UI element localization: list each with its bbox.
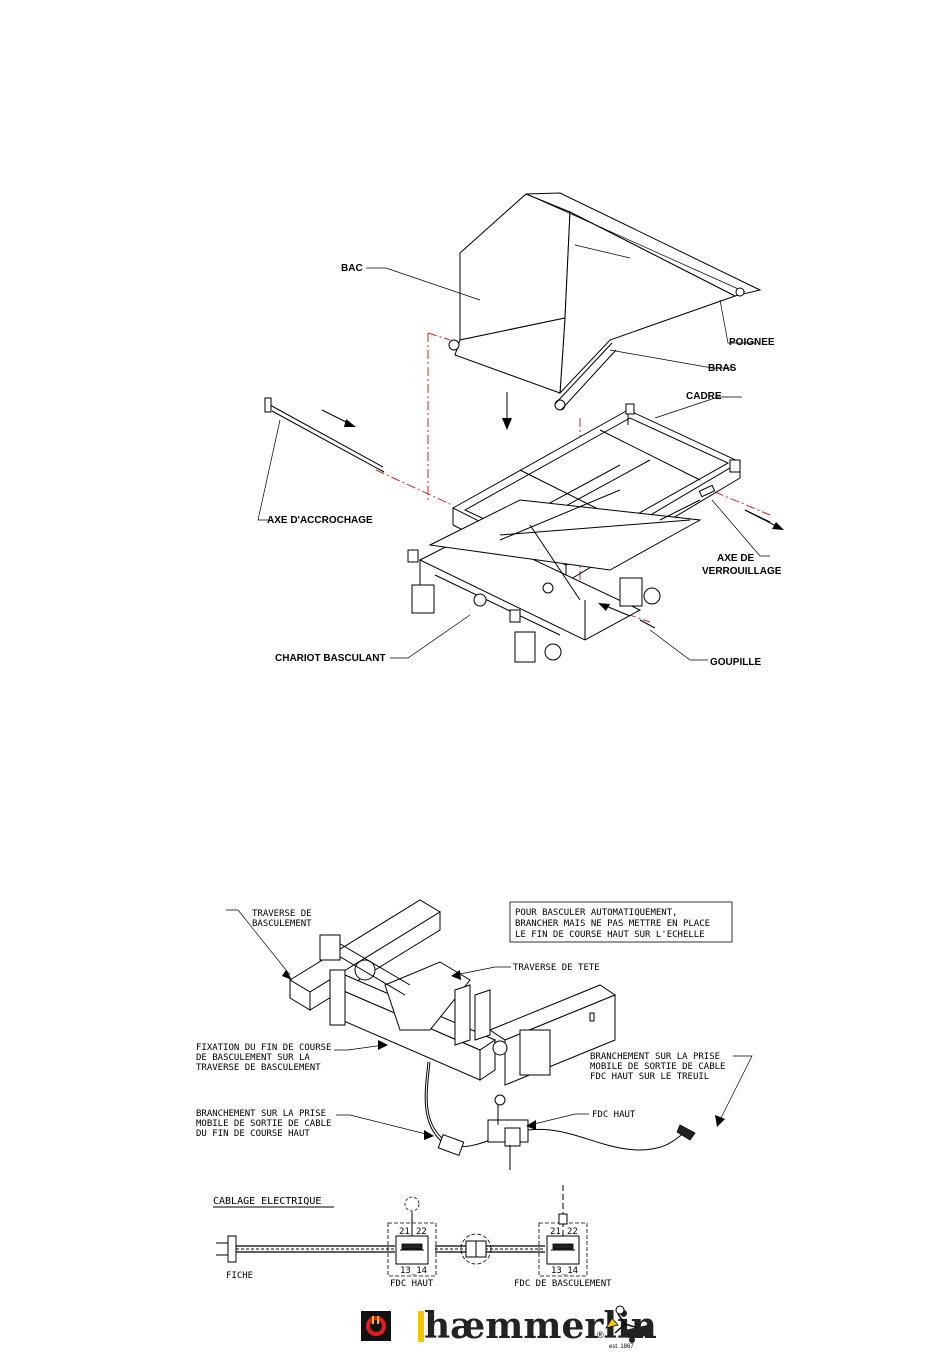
label-fixation-1: FIXATION DU FIN DE COURSE — [196, 1043, 331, 1053]
fdc-basculement-switch-box — [538, 1185, 588, 1277]
bottom-leader-lines — [226, 909, 753, 1140]
note-box — [509, 901, 733, 943]
label-traverse-tete: TRAVERSE DE TETE — [513, 963, 600, 973]
label-verrouillage: VERROUILLAGE — [702, 566, 782, 577]
label-axe-de: AXE DE — [717, 553, 755, 564]
label-branchement-fdc-3: DU FIN DE COURSE HAUT — [196, 1129, 310, 1139]
footer-logos: hæmmerlin ® est. 1867 — [361, 1305, 657, 1350]
goupille-pin-drawing — [598, 603, 656, 629]
wiring-schematic: CABLAGE ELECTRIQUE — [213, 1185, 612, 1289]
top-assembly-diagram: BAC POIGNEE BRAS CADRE AXE D'ACCROCHAGE … — [257, 192, 784, 668]
verrouillage-arrows — [744, 509, 784, 530]
down-arrow-icon — [502, 392, 512, 430]
label-fdc-haut: FDC HAUT — [390, 1279, 434, 1289]
est-date: est. 1867 — [609, 1344, 634, 1350]
connector-icon — [460, 1233, 492, 1265]
label-traverse-basc-1: TRAVERSE DE — [252, 909, 312, 919]
label-branchement-treuil-1: BRANCHEMENT SUR LA PRISE — [590, 1052, 720, 1062]
label-branchement-fdc-1: BRANCHEMENT SUR LA PRISE — [196, 1109, 326, 1119]
bottom-detail-diagram: POUR BASCULER AUTOMATIQUEMENT, BRANCHER … — [196, 899, 753, 1170]
fdc-haut-switch-drawing — [424, 1061, 696, 1170]
fdc-haut-contact-21: 21 — [399, 1227, 410, 1237]
label-chariot-basculant: CHARIOT BASCULANT — [275, 653, 386, 664]
fdc-haut-switch-box — [387, 1196, 437, 1277]
group-logo — [361, 1311, 391, 1341]
fdc-basc-contact-21: 21 — [550, 1227, 561, 1237]
label-fdc-haut-detail: FDC HAUT — [592, 1110, 636, 1120]
label-goupille: GOUPILLE — [710, 657, 761, 668]
note-line-2: BRANCHER MAIS NE PAS METTRE EN PLACE — [515, 919, 710, 929]
label-branchement-treuil-2: MOBILE DE SORTIE DE CABLE — [590, 1062, 725, 1072]
haemmerlin-logo: hæmmerlin ® est. 1867 — [418, 1305, 657, 1350]
fdc-haut-contact-13-14: 13_14 — [400, 1266, 427, 1276]
label-branchement-treuil-3: FDC HAUT SUR LE TREUIL — [590, 1072, 709, 1082]
registered-mark: ® — [597, 1330, 604, 1340]
axe-accrochage-pin-drawing — [264, 397, 385, 473]
label-fiche: FICHE — [226, 1271, 253, 1281]
label-fdc-basculement: FDC DE BASCULEMENT — [514, 1279, 612, 1289]
fdc-basc-contact-13-14: 13_14 — [551, 1266, 578, 1276]
label-branchement-fdc-2: MOBILE DE SORTIE DE CABLE — [196, 1119, 331, 1129]
wiring-title: CABLAGE ELECTRIQUE — [213, 1196, 321, 1207]
plug-icon — [216, 1235, 237, 1263]
label-traverse-basc-2: BASCULEMENT — [252, 919, 312, 929]
label-axe-accrochage: AXE D'ACCROCHAGE — [267, 515, 373, 526]
chariot-basculant-drawing — [407, 484, 716, 663]
label-fixation-3: TRAVERSE DE BASCULEMENT — [196, 1063, 321, 1073]
bac-bin-drawing — [448, 192, 762, 411]
label-poignee: POIGNEE — [729, 337, 775, 348]
note-line-3: LE FIN DE COURSE HAUT SUR L'ECHELLE — [515, 930, 705, 940]
worker-wheelbarrow-icon — [605, 1305, 652, 1343]
fdc-haut-contact-22: 22 — [416, 1227, 427, 1237]
label-fixation-2: DE BASCULEMENT SUR LA — [196, 1053, 310, 1063]
fdc-basc-contact-22: 22 — [567, 1227, 578, 1237]
main-cable — [236, 1245, 545, 1253]
label-cadre: CADRE — [686, 391, 722, 402]
label-bras: BRAS — [708, 363, 737, 374]
top-leader-lines — [257, 267, 770, 661]
traverse-structure-drawing — [289, 899, 617, 1086]
label-bac: BAC — [341, 263, 363, 274]
note-line-1: POUR BASCULER AUTOMATIQUEMENT, — [515, 908, 678, 918]
